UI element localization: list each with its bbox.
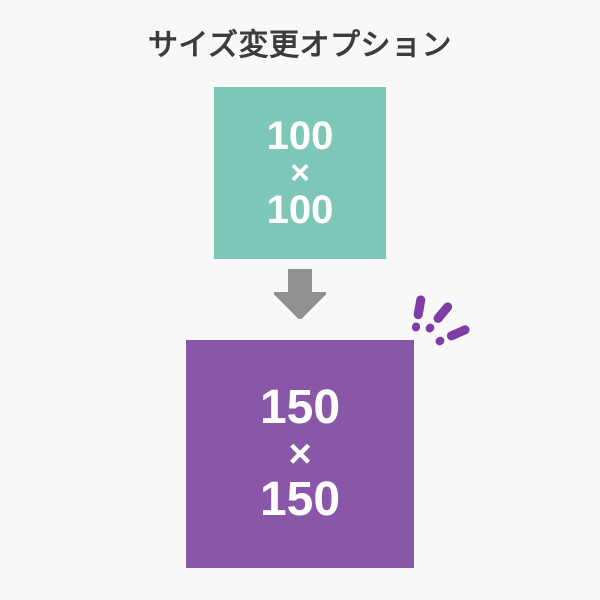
multiply-sign: × <box>288 432 312 476</box>
size-option-before-box[interactable]: 100 × 100 <box>214 87 386 259</box>
after-height-value: 150 <box>259 473 341 526</box>
page-title: サイズ変更オプション <box>147 29 453 62</box>
before-height-value: 100 <box>266 188 334 232</box>
size-option-after-box[interactable]: 150 × 150 <box>186 340 414 568</box>
multiply-sign: × <box>290 154 310 192</box>
exclamation-marks-icon <box>411 295 470 346</box>
after-width-value: 150 <box>259 381 341 434</box>
before-width-value: 100 <box>266 114 334 158</box>
down-arrow-icon <box>274 269 326 319</box>
